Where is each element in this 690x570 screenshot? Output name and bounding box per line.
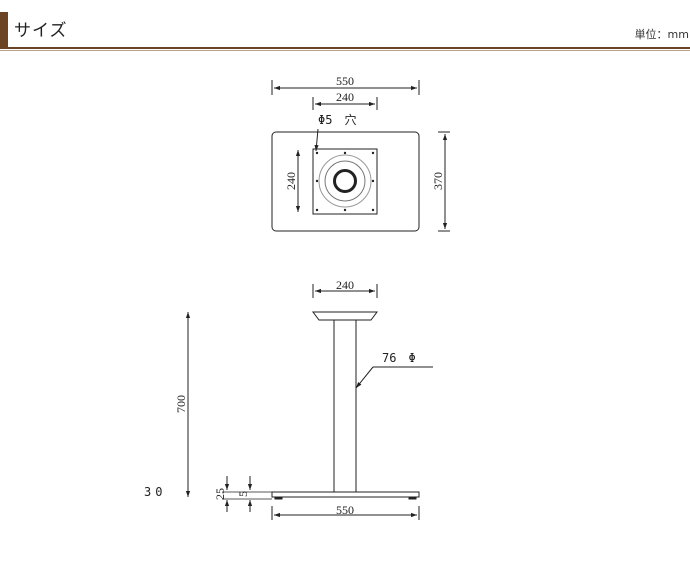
column-label: 76 Φ [382,351,416,365]
column-circle [333,169,357,193]
column-leader [355,366,374,389]
hole-leader [314,128,319,152]
plate-circle-mid [324,160,366,202]
base-thickness-label: 25 [213,488,227,500]
header-accent-bar [0,12,8,48]
left-label: 30 [144,485,166,499]
foot-right [408,496,417,500]
section-header: サイズ 単位：mm [0,0,690,52]
hole-label: Φ5 穴 [318,112,356,127]
plate-width-label: 240 [336,90,354,104]
top-view [271,80,450,232]
plate-height-label: 240 [284,172,298,190]
unit-label: 単位：mm [634,28,689,41]
plate-circle-outer [318,154,372,208]
column [333,319,357,493]
top-plate-label: 240 [336,278,354,292]
foot-left [274,496,283,500]
screw-holes [315,151,375,212]
width-label: 550 [336,74,354,88]
header-divider [0,47,690,49]
side-view [185,284,433,520]
base-outline [271,131,420,232]
foot-label: 5 [236,491,250,497]
header-divider-light [0,50,690,51]
base-width-label: 550 [336,503,354,517]
base-plate [271,491,420,498]
depth-label: 370 [431,172,445,190]
top-plate [312,148,378,215]
height-label: 700 [174,395,188,413]
section-title: サイズ [14,21,68,41]
top-plate-side [312,311,378,321]
